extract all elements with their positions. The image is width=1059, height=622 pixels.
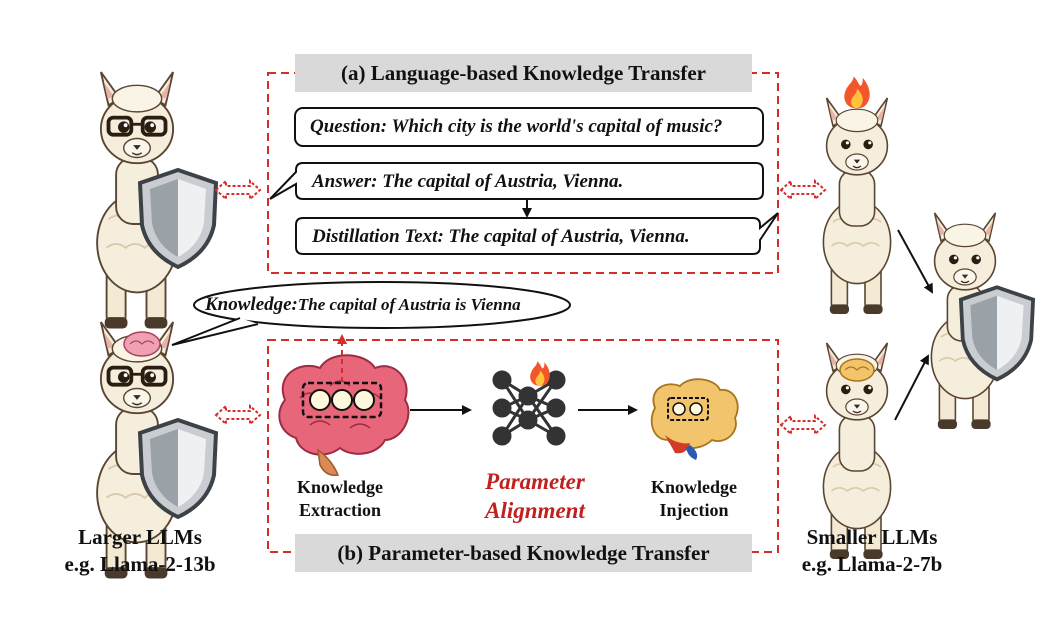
knowledge-fact: The capital of Austria is Vienna bbox=[297, 295, 521, 314]
question-box bbox=[294, 107, 764, 147]
flame-icon bbox=[844, 76, 870, 109]
top-to-result-arrow bbox=[897, 229, 933, 294]
extraction-slots bbox=[301, 381, 383, 419]
injection-line2: Injection bbox=[659, 500, 729, 520]
section-b-title: (b) Parameter-based Knowledge Transfer bbox=[295, 534, 752, 572]
flame-icon bbox=[530, 361, 550, 386]
double-arrow-icon bbox=[780, 180, 826, 200]
extraction-caption: Knowledge Extraction bbox=[270, 476, 410, 522]
brain-icon bbox=[839, 358, 875, 382]
knowledge-bubble bbox=[193, 281, 571, 329]
double-arrow-icon bbox=[215, 405, 261, 425]
section-a-title: (a) Language-based Knowledge Transfer bbox=[295, 54, 752, 92]
alignment-line2: Alignment bbox=[485, 498, 585, 523]
knowledge-prefix: Knowledge: bbox=[205, 294, 298, 315]
distillation-text: Distillation Text: The capital of Austri… bbox=[312, 226, 690, 247]
injection-caption: Knowledge Injection bbox=[626, 476, 762, 522]
smaller-alpaca-top-icon bbox=[822, 97, 892, 315]
smaller-line1: Smaller LLMs bbox=[806, 525, 938, 549]
distillation-box bbox=[295, 212, 779, 255]
knowledge-bubble-tail bbox=[171, 317, 259, 346]
neural-network-icon bbox=[492, 370, 566, 446]
answer-text: Answer: The capital of Austria, Vienna. bbox=[312, 171, 624, 192]
knowledge-bubble-text: Knowledge:The capital of Austria is Vien… bbox=[205, 294, 521, 316]
smaller-line2: e.g. Llama-2-7b bbox=[801, 552, 943, 576]
brain-icon bbox=[278, 354, 410, 477]
smaller-llms-caption: Smaller LLMs e.g. Llama-2-7b bbox=[772, 524, 972, 578]
bottom-to-result-arrow bbox=[894, 354, 929, 421]
answer-box bbox=[269, 162, 764, 200]
larger-line1: Larger LLMs bbox=[78, 525, 202, 549]
alignment-caption: Parameter Alignment bbox=[460, 467, 610, 525]
brain-icon bbox=[123, 331, 161, 357]
larger-llms-caption: Larger LLMs e.g. Llama-2-13b bbox=[40, 524, 240, 578]
alignment-line1: Parameter bbox=[485, 469, 585, 494]
larger-line2: e.g. Llama-2-13b bbox=[64, 552, 216, 576]
extraction-line2: Extraction bbox=[299, 500, 381, 520]
double-arrow-icon bbox=[215, 180, 261, 200]
extraction-line1: Knowledge bbox=[296, 477, 383, 497]
double-arrow-icon bbox=[780, 415, 826, 435]
question-text: Question: Which city is the world's capi… bbox=[310, 116, 723, 137]
injection-line1: Knowledge bbox=[650, 477, 737, 497]
injection-slots bbox=[667, 397, 709, 421]
